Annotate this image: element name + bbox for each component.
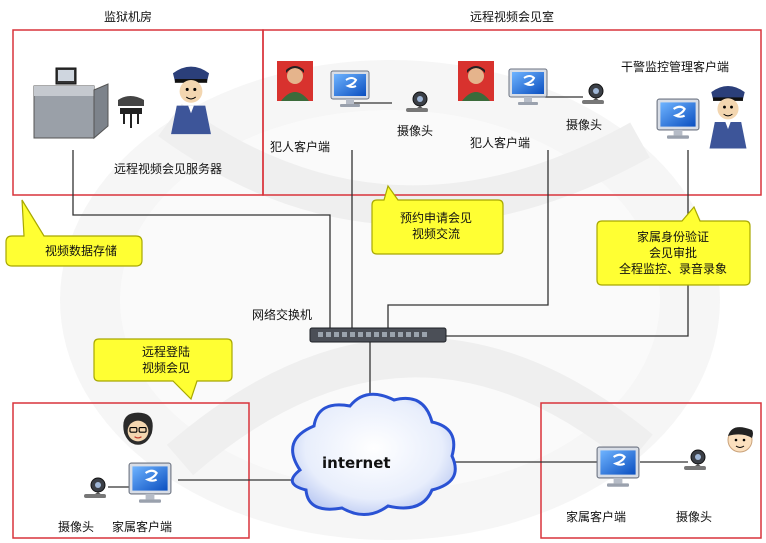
guard-figure-client — [709, 85, 747, 149]
family-client-left-label: 家属客户端 — [112, 520, 173, 534]
inmate-client-2-label: 犯人客户端 — [470, 136, 531, 150]
callout-verify-shape — [596, 205, 751, 286]
switch-label: 网络交换机 — [252, 308, 313, 322]
remote-room-label: 远程视频会见室 — [470, 10, 555, 24]
family-client-right-label: 家属客户端 — [566, 510, 627, 524]
camera-icon-left — [83, 477, 107, 499]
callout-remote-login-shape — [93, 338, 233, 401]
camera-icon-right — [683, 449, 707, 471]
internet-label: internet — [322, 454, 391, 472]
family-camera-left-label: 摄像头 — [58, 520, 95, 534]
inmate-portrait-2 — [458, 61, 494, 101]
guard-client-label: 干警监控管理客户端 — [621, 60, 730, 74]
callout-verify-line-1: 家属身份验证 — [636, 230, 709, 244]
server-label: 远程视频会见服务器 — [114, 162, 223, 176]
connection-lines — [72, 96, 689, 488]
callout-remote-login-line-2: 视频会见 — [141, 361, 190, 375]
family-member-boy — [727, 426, 754, 453]
network-switch — [309, 327, 447, 343]
region-borders — [12, 29, 762, 539]
family-monitor-left — [128, 462, 172, 504]
callout-verify-line-3: 全程监控、录音录象 — [618, 262, 727, 276]
inmate-portrait-1 — [277, 61, 313, 101]
callout-storage-shape — [5, 199, 143, 267]
prison-room-label: 监狱机房 — [104, 10, 153, 24]
guard-figure-prison — [170, 66, 212, 135]
camera-2-label: 摄像头 — [566, 118, 603, 132]
camera-1-label: 摄像头 — [397, 124, 434, 138]
callout-booking-line-2: 视频交流 — [411, 227, 460, 241]
guard-monitor — [656, 98, 700, 140]
callout-remote-login-line-1: 远程登陆 — [141, 345, 190, 359]
server-workstation — [33, 67, 144, 140]
callout-booking-shape — [371, 184, 504, 255]
callout-verify-line-2: 会见审批 — [648, 246, 697, 260]
callout-shapes — [5, 184, 751, 401]
background-watermark — [60, 60, 720, 540]
callout-storage: 视频数据存储 — [22, 243, 140, 259]
internet-cloud — [290, 392, 457, 516]
callout-verify: 家属身份验证 会见审批 全程监控、录音录象 — [598, 229, 748, 277]
family-left-border — [12, 402, 250, 539]
callout-remote-login: 远程登陆 视频会见 — [104, 344, 228, 376]
callout-booking-line-1: 预约申请会见 — [399, 211, 472, 225]
family-right-border — [540, 402, 762, 539]
callout-storage-line-1: 视频数据存储 — [44, 244, 117, 258]
inmate-client-1-label: 犯人客户端 — [270, 140, 331, 154]
callout-booking: 预约申请会见 视频交流 — [376, 210, 496, 242]
remote-room-border — [262, 29, 762, 196]
family-camera-right-label: 摄像头 — [676, 510, 713, 524]
camera-icon-2 — [581, 83, 605, 105]
